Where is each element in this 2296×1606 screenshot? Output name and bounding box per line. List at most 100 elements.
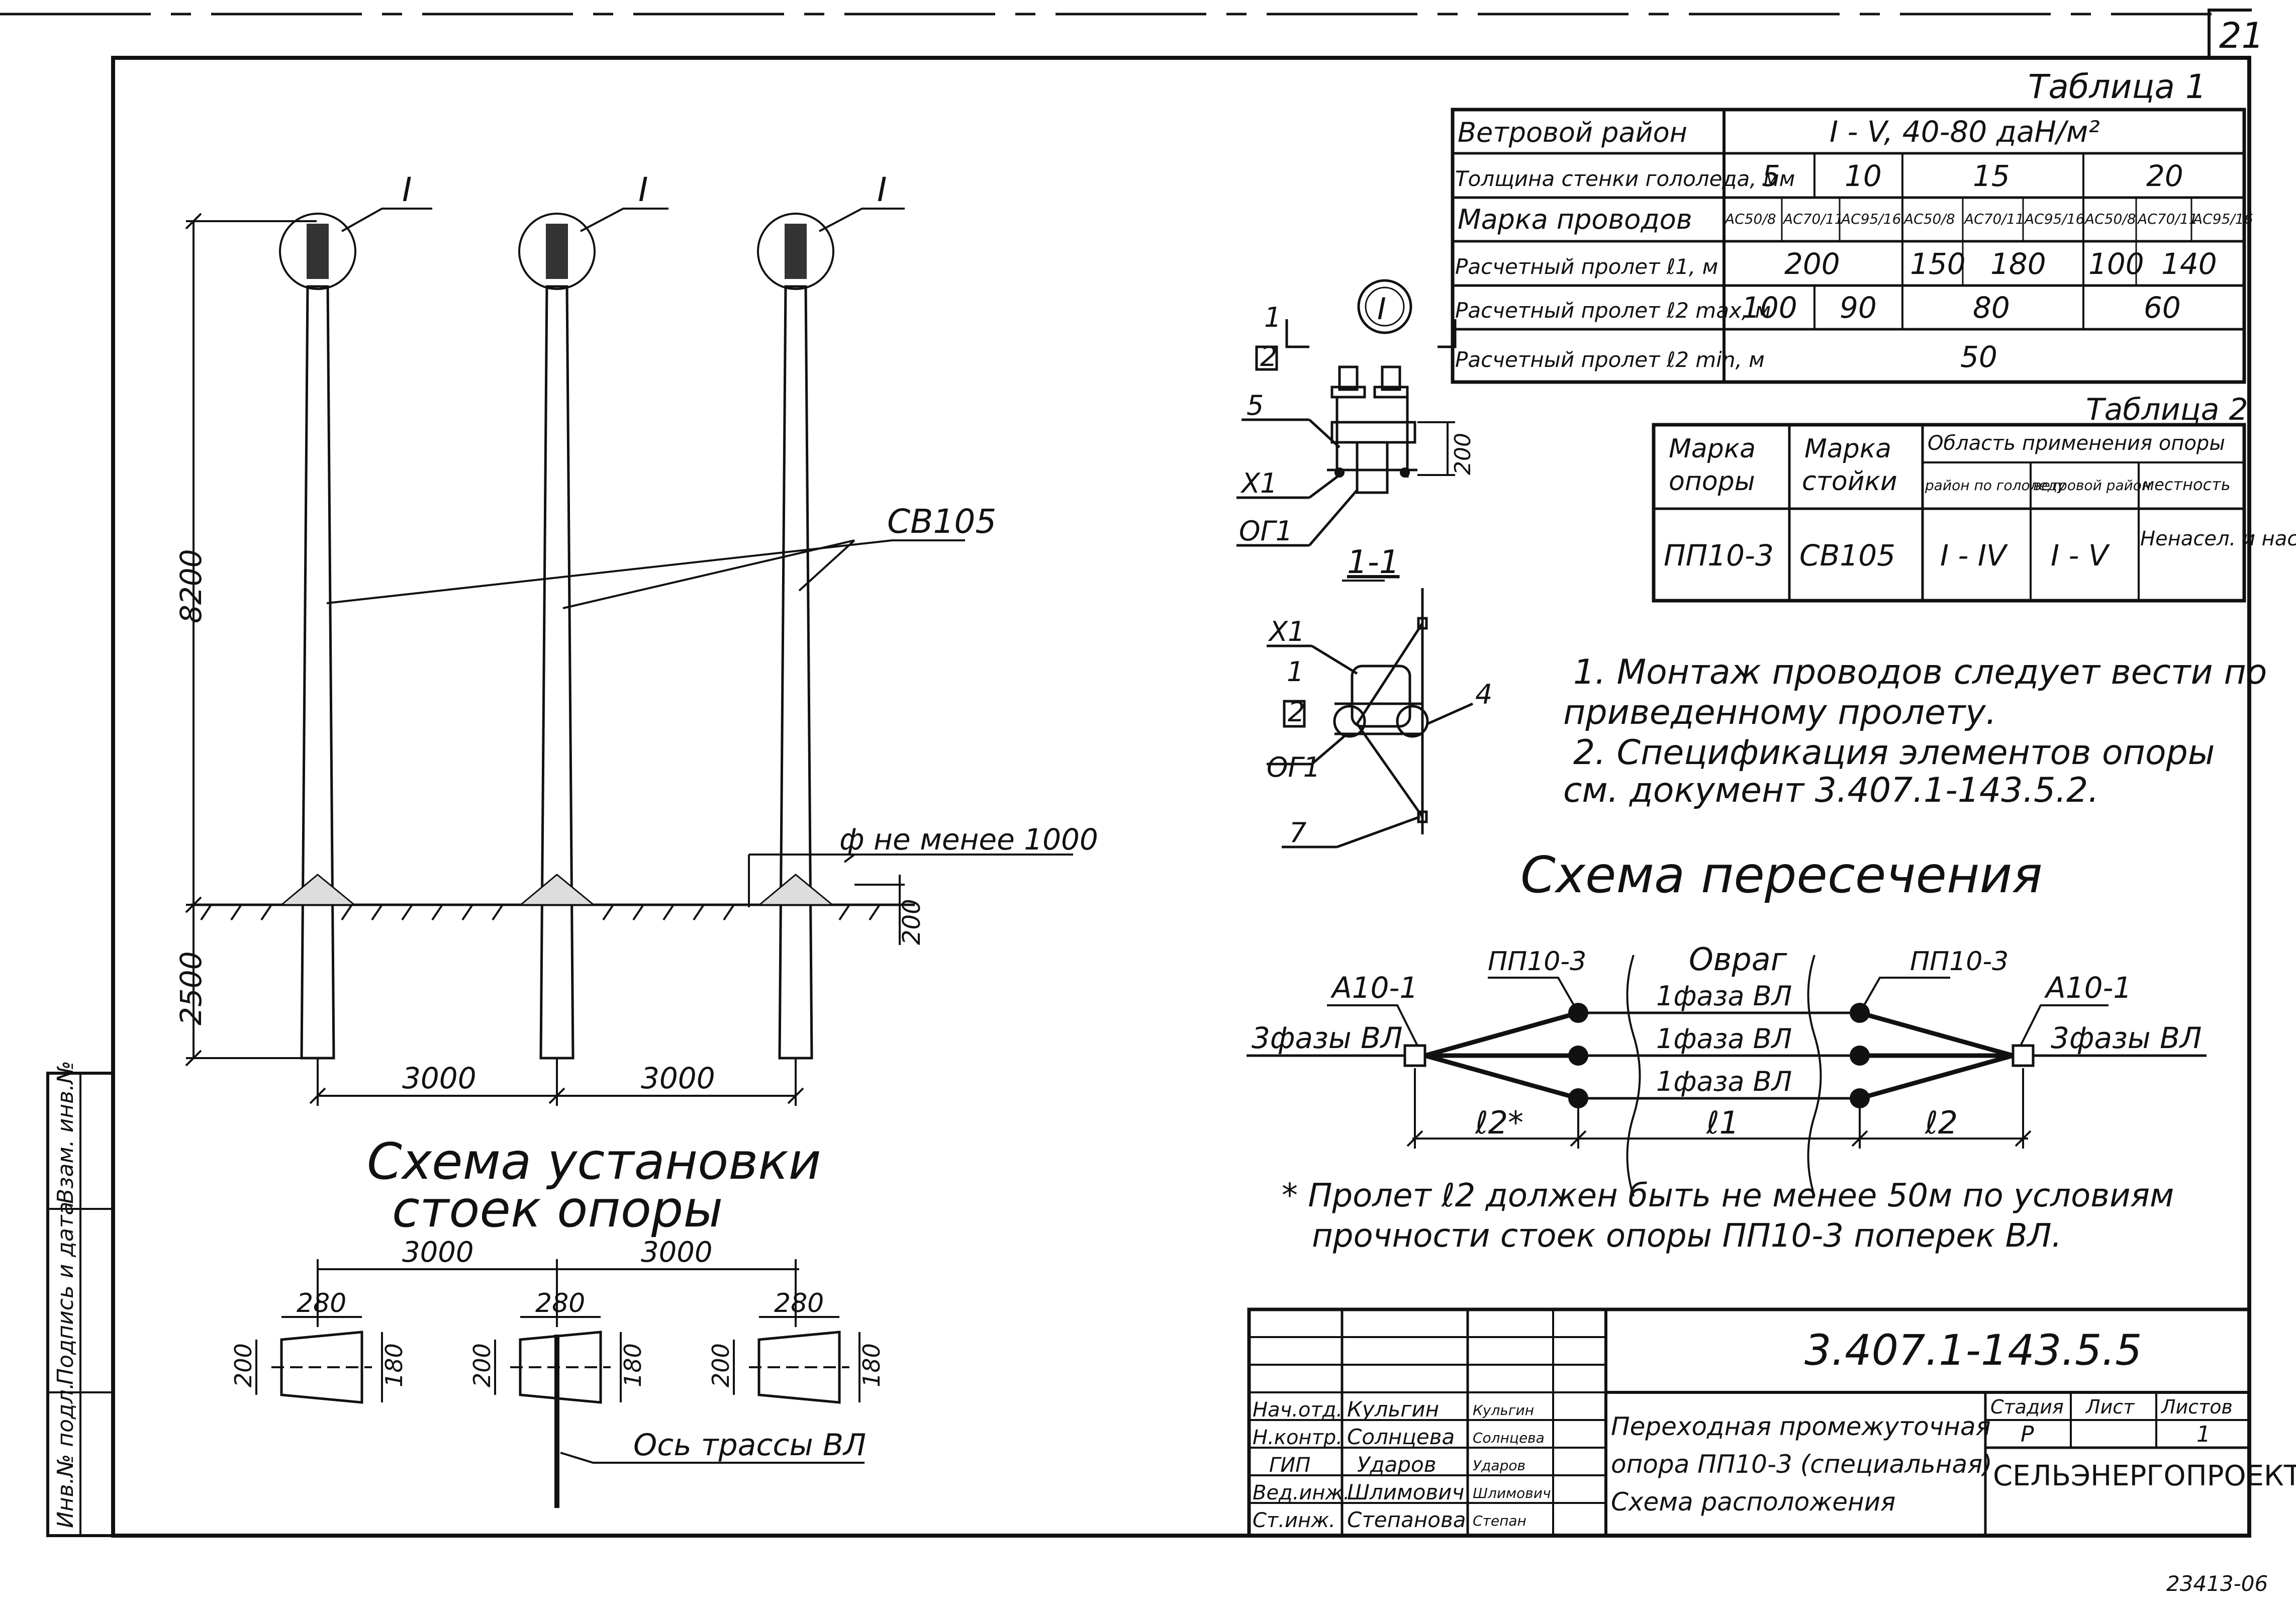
notes: 1. Монтаж проводов следует вести по прив… <box>1563 652 2267 810</box>
footnote-1: * Пролет ℓ2 должен быть не менее 50м по … <box>1282 1177 2174 1214</box>
ground-hatching <box>200 904 881 921</box>
page-number-box <box>2208 9 2252 58</box>
t2-col2-line2: стойки <box>1802 466 1897 497</box>
pole-type-label: СВ105 <box>887 502 996 541</box>
side-stamp-sign: Подпись и дата <box>53 1202 78 1385</box>
pole-1-callout: I <box>402 170 412 209</box>
plan-dim-280-1: 280 <box>297 1288 346 1318</box>
note-2b: см. документ 3.407.1-143.5.2. <box>1563 771 2099 810</box>
left-anchor: А10-1 <box>1330 971 1418 1005</box>
t1-r3-c9: АС95/16 <box>2192 211 2253 227</box>
t1-r4-c2: 150 <box>1910 247 1966 281</box>
t1-r5-c4: 60 <box>2144 291 2181 325</box>
role-1: Нач.отд. <box>1253 1398 1343 1422</box>
plan-view: Ось трассы ВЛ 3000 3000 280 280 280 200 … <box>230 1236 885 1508</box>
t1-r6-label: Расчетный пролет ℓ2 min, м <box>1455 347 1765 372</box>
t2-stoyka: СВ105 <box>1799 538 1895 573</box>
plan-dim-200-2: 200 <box>468 1343 496 1387</box>
t2-ice: I - IV <box>1940 538 2008 573</box>
dim-span-2: 3000 <box>641 1061 715 1095</box>
t1-r2-c3: 15 <box>1973 159 2010 193</box>
t1-r2-c4: 20 <box>2146 159 2183 193</box>
dim-depth-2500: 2500 <box>174 951 208 1025</box>
plan-dim-span-2: 3000 <box>641 1236 713 1269</box>
sheets-value: 1 <box>2196 1422 2211 1447</box>
doc-code: 3.407.1-143.5.5 <box>1804 1326 2142 1375</box>
t1-r3-c6: АС95/16 <box>2024 211 2084 227</box>
route-axis-label: Ось трассы ВЛ <box>633 1428 866 1463</box>
pole-1 <box>279 213 357 1060</box>
left-three-phase: 3фазы ВЛ <box>1252 1021 1403 1055</box>
detail-marker-x1: Х1 <box>1240 467 1277 499</box>
role-5: Ст.инж. <box>1253 1509 1335 1532</box>
span-l2: ℓ2 <box>1925 1104 1958 1141</box>
t2-col2-line1: Марка <box>1804 434 1891 464</box>
stage-header: Стадия <box>1990 1396 2064 1418</box>
pole-2-callout: I <box>638 170 648 209</box>
right-anchor: А10-1 <box>2044 971 2132 1005</box>
t1-r1-label: Ветровой район <box>1458 117 1687 148</box>
archive-number: 23413-06 <box>2166 1571 2268 1596</box>
t2-sub1: район по гололеду <box>1925 477 2066 494</box>
table-2: Таблица 2 Марка опоры Марка стойки Облас… <box>1652 392 2296 603</box>
name-2: Солнцева <box>1347 1425 1455 1449</box>
detail-marker-og1: ОГ1 <box>1239 515 1293 547</box>
plan-dim-span-1: 3000 <box>402 1236 474 1269</box>
t1-r3-c5: АС70/11 <box>1963 211 2024 227</box>
t1-r2-c1: 5 <box>1762 159 1780 193</box>
note-1: 1. Монтаж проводов следует вести по <box>1573 652 2267 692</box>
pole-2 <box>518 213 596 1060</box>
t1-r4-label: Расчетный пролет ℓ1, м <box>1455 254 1718 279</box>
t1-r4-c5: 140 <box>2161 247 2217 281</box>
table2-title: Таблица 2 <box>2086 392 2248 427</box>
t1-r1-c1: I - V, 40-80 даН/м² <box>1830 115 2100 149</box>
footnote-2: прочности стоек опоры ПП10-3 поперек ВЛ. <box>1312 1217 2062 1255</box>
dim-pit-diameter: ф не менее 1000 <box>839 822 1098 857</box>
t2-col1-line1: Марка <box>1669 434 1756 464</box>
right-three-phase: 3фазы ВЛ <box>2051 1021 2202 1055</box>
sheet-header: Лист <box>2085 1396 2135 1418</box>
clamp-plan: Х1 1 2 ОГ1 4 7 <box>1267 588 1492 848</box>
t2-col1-line2: опоры <box>1669 466 1755 497</box>
t1-r3-c8: АС70/11 <box>2137 211 2197 227</box>
name-4: Шлимович <box>1347 1480 1464 1504</box>
title-block: 3.407.1-143.5.5 Нач.отд. Н.контр. ГИП Ве… <box>1247 1307 2296 1538</box>
phase-2: 1фаза ВЛ <box>1656 1023 1792 1055</box>
t1-r3-c1: АС50/8 <box>1724 211 1776 227</box>
t1-r5-c1: 100 <box>1742 291 1797 325</box>
clamp-marker-1: 1 <box>1287 656 1304 688</box>
pole-3-callout: I <box>877 170 887 209</box>
doc-title-2: опора ПП10-3 (специальная) <box>1611 1450 1992 1479</box>
sheets-header: Листов <box>2160 1396 2233 1418</box>
name-5: Степанова <box>1347 1507 1466 1532</box>
page-number: 21 <box>2219 15 2264 56</box>
phase-3: 1фаза ВЛ <box>1656 1066 1792 1097</box>
pole-3 <box>757 213 835 1060</box>
t2-opora: ПП10-3 <box>1664 538 1774 573</box>
poles-elevation: I I I СВ105 8200 2500 <box>174 170 1098 1106</box>
name-3: Ударов <box>1357 1452 1436 1477</box>
dim-span-1: 3000 <box>402 1061 476 1095</box>
doc-title-3: Схема расположения <box>1611 1487 1895 1517</box>
side-stamp-vzam: Взам. инв.№ <box>53 1061 78 1204</box>
dim-height-8200: 8200 <box>174 549 208 623</box>
signature-2: Солнцева <box>1473 1430 1545 1446</box>
detail-marker-2: 2 <box>1260 341 1277 372</box>
crossing-scheme: Схема пересечения <box>1247 845 2207 1197</box>
t1-r3-label: Марка проводов <box>1458 204 1692 235</box>
t1-r3-c3: АС95/16 <box>1840 211 1901 227</box>
t2-sub2: ветровой район <box>2033 477 2151 494</box>
t1-r3-c7: АС50/8 <box>2084 211 2136 227</box>
t1-r4-c3: 180 <box>1990 247 2046 281</box>
span-l2-star: ℓ2* <box>1475 1104 1523 1141</box>
t1-r6-c1: 50 <box>1960 340 1997 374</box>
detail-marker-1: 1 <box>1264 302 1281 333</box>
detail-callout: I <box>1377 292 1386 327</box>
plan-dim-280-3: 280 <box>774 1288 824 1318</box>
signature-5: Степан <box>1473 1513 1526 1529</box>
t1-r3-c4: АС50/8 <box>1903 211 1955 227</box>
crossing-title: Схема пересечения <box>1520 845 2043 904</box>
t1-r2-c2: 10 <box>1845 159 1882 193</box>
name-1: Кульгин <box>1347 1397 1439 1422</box>
side-stamp-inv: Инв.№ подл. <box>53 1382 78 1528</box>
